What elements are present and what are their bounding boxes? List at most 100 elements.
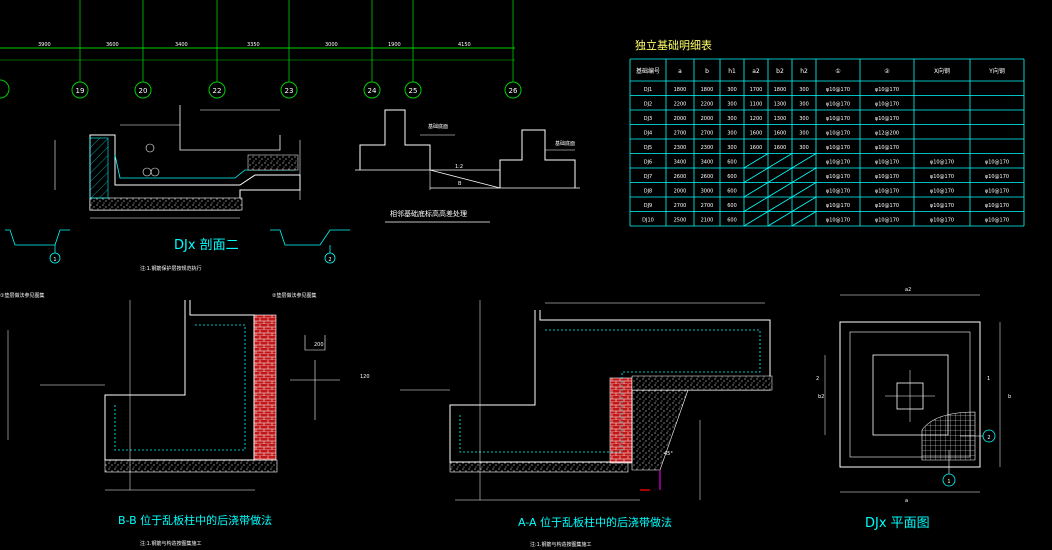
table-cell: 1300 <box>774 102 787 108</box>
aa-concrete-outline <box>449 310 771 463</box>
table-cell: 3400 <box>701 160 714 166</box>
dj-section-detail: DJx 剖面二 注:1.钢筋保护层按规范执行 1 2 ①垫层做法参见图集 ②垫层… <box>0 105 350 299</box>
plan-bubble-2 <box>982 429 996 443</box>
aa-note: 注:1.钢筋与构造按图集施工 <box>530 541 591 548</box>
axis-bubble-20: 20 <box>134 81 152 99</box>
table-cell: 1200 <box>750 116 763 122</box>
table-cell: 2500 <box>674 218 687 224</box>
table-cell: 300 <box>727 145 737 151</box>
aa-rebar <box>459 329 761 453</box>
axis-bubble-23: 23 <box>280 81 298 99</box>
plan-bubble-2-number: 2 <box>987 435 990 441</box>
table-cell: 2600 <box>674 174 687 180</box>
table-cell: φ10@170 <box>826 203 850 209</box>
table-header-cell: X向钢 <box>934 67 950 75</box>
callout-left-bubble <box>49 252 61 264</box>
table-header-cell: h2 <box>800 68 808 75</box>
plan-num-1: 1 <box>987 376 990 382</box>
grid-axes: 3900 3600 3400 3350 3000 1900 4150 19 20… <box>0 0 522 99</box>
table-header-cell: b <box>705 68 709 75</box>
aa-slope-fill <box>631 389 689 471</box>
grid-dim-7: 4150 <box>458 42 471 48</box>
table-cell: φ10@170 <box>985 160 1009 166</box>
table-cell: φ10@170 <box>826 189 850 195</box>
bb-title: B-B 位于乱板柱中的后浇带做法 <box>118 513 272 527</box>
table-empty-slash <box>743 196 769 212</box>
table-cell: 1600 <box>774 131 787 137</box>
step-label-a: 基础底面 <box>428 123 448 130</box>
axis-bubble-22: 22 <box>208 81 226 99</box>
svg-text:20: 20 <box>139 87 148 95</box>
table-cell: 300 <box>799 102 809 108</box>
table-cell: φ10@170 <box>826 218 850 224</box>
plan-dim-a: a <box>905 498 908 504</box>
table-cell: 300 <box>727 87 737 93</box>
bb-detail-bracket <box>304 335 326 351</box>
table-header-cell: a2 <box>752 68 760 75</box>
table-header-cell: 基础编号 <box>636 67 660 75</box>
table-cell: φ10@170 <box>985 218 1009 224</box>
table-cell: 300 <box>799 145 809 151</box>
bb-dim-200: 200 <box>314 342 324 348</box>
table-header-cell: ① <box>835 68 840 75</box>
table-empty-slash <box>791 182 817 198</box>
table-header-cell: a <box>678 68 682 75</box>
plan-outer <box>839 321 981 468</box>
step-detail: 基础底面 基础底面 1:2 B 相邻基础底标高高差处理 <box>355 109 580 223</box>
callout-left-number: 1 <box>53 257 56 263</box>
table-empty-slash <box>767 196 793 212</box>
section-dj-note: 注:1.钢筋保护层按规范执行 <box>140 265 201 272</box>
table-cell: DJ4 <box>644 131 653 137</box>
table-cell: φ10@170 <box>826 102 850 108</box>
rebar-marker-3 <box>145 143 155 153</box>
table-cell: φ10@170 <box>875 189 899 195</box>
table-cell: 1600 <box>750 145 763 151</box>
table-cell: 2700 <box>674 131 687 137</box>
table-cell: 1800 <box>674 87 687 93</box>
table-cell: 600 <box>727 203 737 209</box>
table-header-cell: b2 <box>776 68 784 75</box>
aa-bedding <box>449 461 629 473</box>
wall-hatch <box>89 137 109 199</box>
slab-outline <box>179 105 281 151</box>
bb-brick-wall <box>253 314 277 461</box>
grid-dim-1: 3900 <box>38 42 51 48</box>
table-empty-slash <box>743 182 769 198</box>
plan-dim-a2: a2 <box>905 287 911 293</box>
table-cell: 2200 <box>701 102 714 108</box>
table-cell: φ10@170 <box>930 160 954 166</box>
plan-num-2: 2 <box>816 376 819 382</box>
table-cell: 600 <box>727 189 737 195</box>
grid-dim-2: 3600 <box>106 42 119 48</box>
table-header-cell: ② <box>884 68 890 75</box>
table-cell: 300 <box>727 116 737 122</box>
table-cell: φ10@170 <box>826 87 850 93</box>
table-cell: φ10@170 <box>875 87 899 93</box>
bb-note-left: ①垫层做法参见图集 <box>0 292 44 299</box>
table-cell: 2100 <box>701 218 714 224</box>
table-cell: DJ5 <box>644 145 653 151</box>
table-cell: φ10@170 <box>826 116 850 122</box>
table-empty-slash <box>791 153 817 169</box>
table-cell: φ10@170 <box>875 102 899 108</box>
table-cell: φ10@170 <box>875 203 899 209</box>
grid-dim-4: 3350 <box>247 42 260 48</box>
table-cell: φ12@200 <box>875 131 899 137</box>
axis-bubble-26: 26 <box>504 81 522 99</box>
plan-bubble-1 <box>942 473 956 487</box>
table-cell: φ10@170 <box>930 218 954 224</box>
table-cell: DJ1 <box>644 87 653 93</box>
bedding-layer <box>89 197 243 211</box>
table-empty-slash <box>791 211 817 227</box>
dj-plan: 2 1 a2 a b b2 1 2 DJx 平面图 <box>816 287 1011 531</box>
axis-bubble-24: 24 <box>363 81 381 99</box>
step-footing-right <box>499 129 576 188</box>
table-cell: 2000 <box>674 116 687 122</box>
table-cell: DJ8 <box>644 189 653 195</box>
step-gravel <box>247 154 299 171</box>
step-slope <box>429 169 501 189</box>
table-cell: 300 <box>727 102 737 108</box>
grid-dim-5: 3000 <box>325 42 338 48</box>
bb-concrete-outline <box>104 300 255 461</box>
